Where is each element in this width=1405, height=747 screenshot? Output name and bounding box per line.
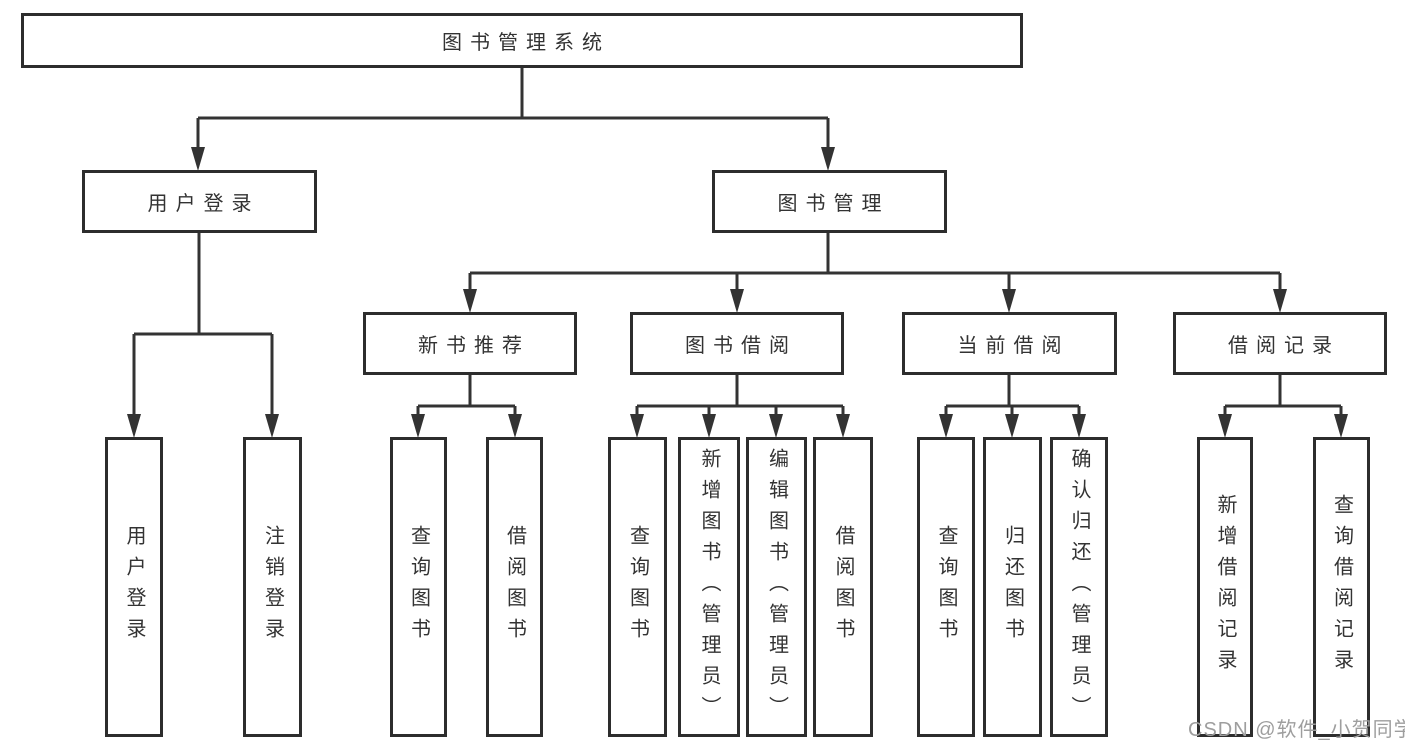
leaf-borrow-books: 借阅图书 <box>813 437 873 737</box>
leaf-borrow-books-recommend: 借阅图书 <box>486 437 543 737</box>
leaf-add-books-admin: 新增图书（管理员） <box>678 437 740 737</box>
node-user-login: 用户登录 <box>82 170 317 233</box>
connector-root-arrows <box>191 147 835 171</box>
leaf-query-borrow-record: 查询借阅记录 <box>1313 437 1370 737</box>
node-new-book-recommend: 新书推荐 <box>363 312 577 375</box>
leaf-add-borrow-record: 新增借阅记录 <box>1197 437 1253 737</box>
connector-book-management-arrows <box>463 289 1287 313</box>
leaf-confirm-return-admin: 确认归还（管理员） <box>1050 437 1108 737</box>
connector-root <box>196 68 830 150</box>
leaf-query-books-recommend: 查询图书 <box>390 437 447 737</box>
leaf-user-login: 用户登录 <box>105 437 163 737</box>
node-current-borrow: 当前借阅 <box>902 312 1117 375</box>
connector-new-book-recommend-arrows <box>411 414 522 438</box>
connector-new-book-recommend <box>416 375 517 417</box>
node-borrow-records: 借阅记录 <box>1173 312 1387 375</box>
connector-borrow-records <box>1223 375 1343 417</box>
connector-user-login <box>132 233 274 417</box>
node-book-management: 图书管理 <box>712 170 947 233</box>
leaf-query-books-current: 查询图书 <box>917 437 975 737</box>
csdn-watermark: CSDN @软件_小贺同学 <box>1188 719 1405 741</box>
connector-book-management <box>468 233 1282 292</box>
node-book-borrow: 图书借阅 <box>630 312 844 375</box>
leaf-return-books: 归还图书 <box>983 437 1042 737</box>
connector-book-borrow-arrows <box>630 414 850 438</box>
node-root-library-system: 图书管理系统 <box>21 13 1023 68</box>
connector-current-borrow-arrows <box>939 414 1086 438</box>
leaf-logout: 注销登录 <box>243 437 302 737</box>
leaf-edit-books-admin: 编辑图书（管理员） <box>746 437 807 737</box>
connector-book-borrow <box>635 375 845 417</box>
leaf-query-books-borrow: 查询图书 <box>608 437 667 737</box>
connector-user-login-arrows <box>127 414 279 438</box>
connector-borrow-records-arrows <box>1218 414 1348 438</box>
connector-current-borrow <box>944 375 1081 417</box>
